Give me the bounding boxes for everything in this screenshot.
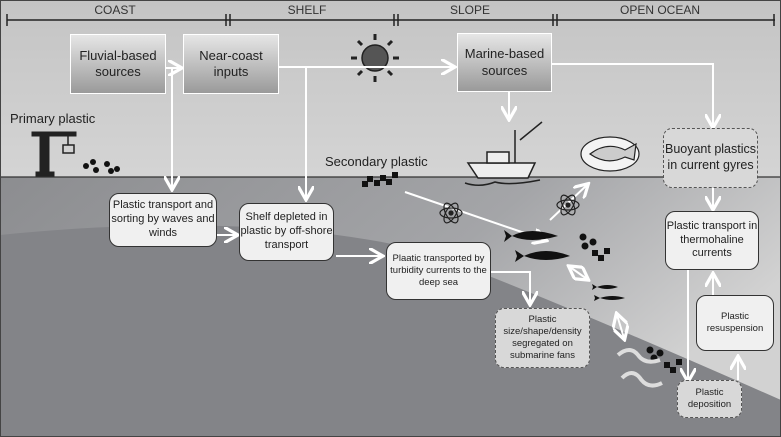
turbidity-box: Plaatic transported by turbidity current… — [386, 242, 491, 300]
fragments-icon — [362, 172, 398, 187]
worm-icon — [616, 348, 663, 388]
zone-slope: SLOPE — [449, 3, 491, 17]
deposition-box: Plastic deposition — [677, 380, 742, 418]
zone-bar — [6, 14, 775, 26]
zone-shelf: SHELF — [287, 3, 327, 17]
waves-transport-box: Plastic transport and sorting by waves a… — [109, 193, 217, 247]
fluvial-sources-box: Fluvial-based sources — [70, 34, 166, 94]
zone-open-ocean: OPEN OCEAN — [619, 3, 700, 17]
near-coast-inputs-box: Near-coast inputs — [183, 34, 279, 94]
pellets-icon — [646, 346, 682, 373]
zone-coast: COAST — [94, 3, 136, 17]
secondary-plastic-label: Secondary plastic — [325, 154, 428, 169]
pellets-icon — [579, 233, 610, 261]
atom-icon — [556, 194, 580, 216]
shelf-depleted-box: Shelf depleted in plastic by off-shore t… — [239, 203, 334, 261]
marine-sources-box: Marine-based sources — [457, 33, 552, 92]
sun-icon — [351, 34, 399, 82]
primary-plastic-label: Primary plastic — [10, 111, 96, 126]
submarine-fans-box: Plastic size/shape/density segregated on… — [495, 308, 590, 368]
fishing-boat-icon — [464, 121, 543, 186]
seafloor — [0, 225, 781, 437]
thermohaline-box: Plastic transport in thermohaline curren… — [665, 211, 759, 270]
fish-icon — [504, 230, 625, 301]
pellets-icon — [83, 159, 120, 174]
fish-plate-icon — [580, 136, 640, 172]
crane-icon — [31, 131, 77, 177]
atom-icon — [439, 202, 463, 224]
buoyant-gyres-box: Buoyant plastics in current gyres — [663, 128, 758, 188]
resuspension-box: Plastic resuspension — [696, 295, 774, 351]
